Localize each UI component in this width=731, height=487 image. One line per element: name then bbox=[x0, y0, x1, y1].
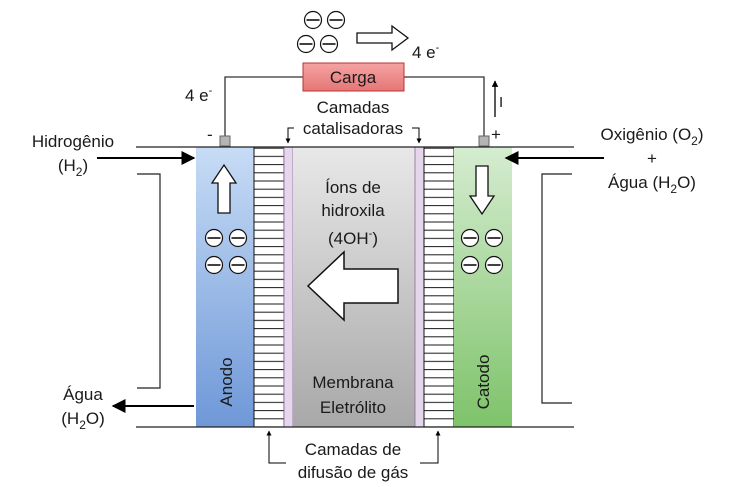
electron-icon bbox=[296, 34, 316, 54]
diffusion-label-line2: difusão de gás bbox=[298, 463, 409, 482]
hydrogen-label-line1: Hidrogênio bbox=[32, 132, 114, 151]
electron-icon bbox=[460, 255, 480, 275]
cathode-down-arrow-icon bbox=[468, 165, 496, 216]
catalyst-pointer-right bbox=[412, 127, 422, 144]
membrane-label-line1: Membrana bbox=[312, 373, 394, 392]
electron-flow-arrow-icon bbox=[356, 24, 410, 52]
catalyst-layers-label-line1: Camadas bbox=[317, 98, 390, 117]
catalyst-pointer-left bbox=[285, 127, 294, 144]
electron-icon bbox=[204, 255, 224, 275]
anode-terminal bbox=[219, 135, 231, 147]
electron-icon bbox=[204, 228, 224, 248]
water-left-label-line2: (H2O) bbox=[61, 409, 105, 432]
hydrogen-label-line2: (H2) bbox=[58, 156, 88, 179]
electron-icon bbox=[303, 10, 323, 30]
electron-icon bbox=[460, 228, 480, 248]
electron-icon bbox=[484, 228, 504, 248]
left-channel bbox=[137, 173, 161, 389]
catalyst-layers-label-line2: catalisadoras bbox=[303, 119, 403, 138]
gas-diffusion-layer-right bbox=[423, 146, 455, 428]
current-label: I bbox=[499, 94, 503, 111]
electron-icon bbox=[228, 228, 248, 248]
gas-diffusion-layer-left bbox=[253, 146, 285, 428]
anode-electrons bbox=[204, 228, 248, 275]
oxygen-plus-label: + bbox=[647, 149, 657, 168]
electron-group-top bbox=[296, 10, 346, 54]
plus-terminal-label: + bbox=[491, 125, 501, 144]
electron-icon bbox=[228, 255, 248, 275]
load-label: Carga bbox=[330, 68, 377, 87]
cathode-terminal bbox=[478, 135, 490, 147]
electrons-top-label: 4 e- bbox=[412, 42, 440, 62]
ions-label-line3: (4OH-) bbox=[328, 228, 378, 248]
electrons-left-label: 4 e- bbox=[185, 85, 213, 105]
ions-label-line2: hidroxila bbox=[321, 201, 385, 220]
diffusion-pointer-left bbox=[266, 430, 286, 464]
right-channel bbox=[541, 173, 572, 404]
electron-icon bbox=[319, 34, 339, 54]
water-left-label-line1: Água bbox=[63, 385, 103, 404]
catalyst-layer-right bbox=[414, 146, 425, 428]
oxygen-label-line1: Oxigênio (O2) bbox=[600, 125, 703, 148]
water-right-label: Água (H2O) bbox=[608, 173, 696, 196]
load-box: Carga bbox=[302, 62, 405, 92]
anode-up-arrow-icon bbox=[210, 163, 238, 214]
ion-flow-arrow-icon bbox=[306, 250, 399, 322]
external-circuit bbox=[224, 76, 485, 137]
electron-icon bbox=[326, 10, 346, 30]
catalyst-layer-left bbox=[283, 146, 294, 428]
diffusion-pointer-right bbox=[420, 430, 441, 464]
diffusion-label-line1: Camadas de bbox=[305, 440, 401, 459]
circuit-wire-right bbox=[404, 76, 485, 137]
ions-label-line1: Íons de bbox=[325, 178, 381, 197]
cathode-electrons bbox=[460, 228, 504, 275]
anode-label: Anodo bbox=[217, 357, 236, 406]
cathode-label: Catodo bbox=[474, 355, 493, 410]
circuit-wire-left bbox=[224, 76, 303, 137]
minus-terminal-label: - bbox=[207, 125, 213, 144]
membrane-label-line2: Eletrólito bbox=[320, 398, 386, 417]
electron-icon bbox=[484, 255, 504, 275]
